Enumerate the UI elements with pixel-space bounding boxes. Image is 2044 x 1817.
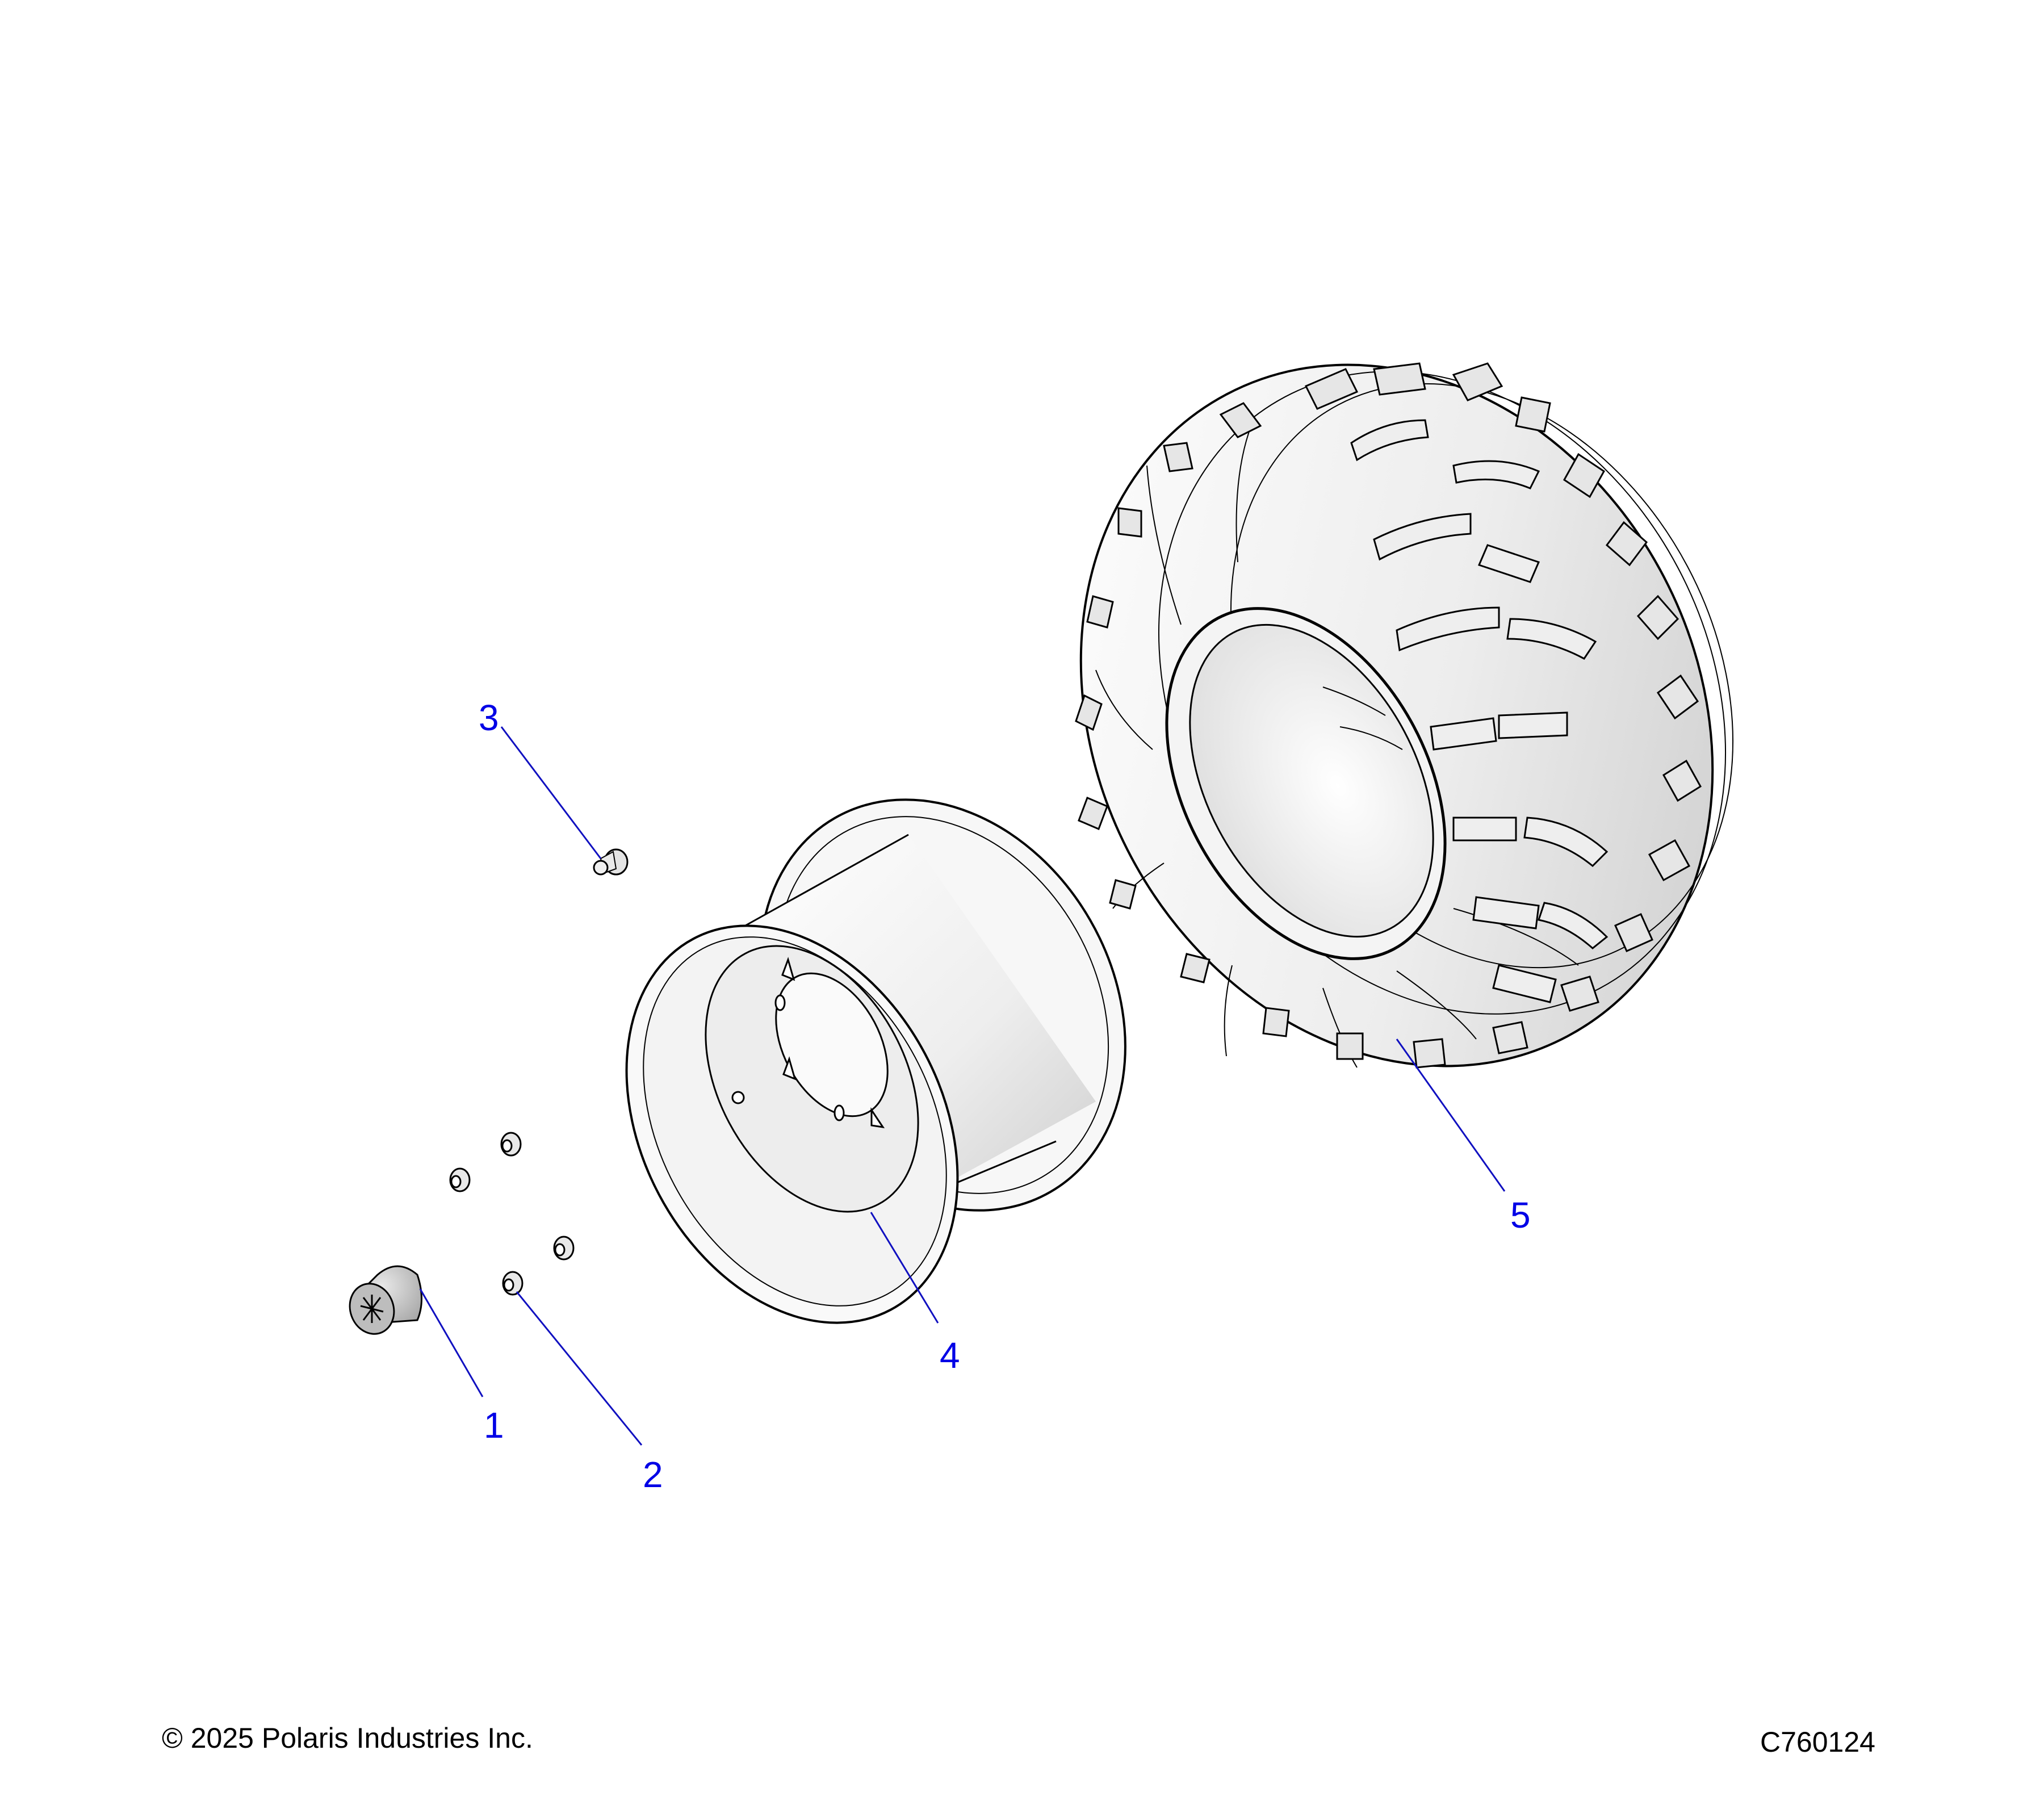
lug-nuts-part[interactable] xyxy=(449,1132,575,1296)
leader-line-3 xyxy=(500,726,602,859)
lug-nut-3 xyxy=(553,1236,575,1261)
callout-4-wheel-rim[interactable]: 4 xyxy=(940,1335,960,1376)
wheel-rim-part[interactable] xyxy=(560,733,1197,1380)
leader-lines xyxy=(419,726,1506,1446)
lug-nut-4 xyxy=(502,1271,523,1296)
lug-nut-2 xyxy=(449,1167,471,1192)
copyright-notice: © 2025 Polaris Industries Inc. xyxy=(162,1722,533,1754)
callout-1-center-cap[interactable]: 1 xyxy=(484,1405,504,1446)
lug-nut-1 xyxy=(500,1132,522,1157)
leader-line-1 xyxy=(419,1288,484,1397)
leader-line-5 xyxy=(1396,1039,1506,1192)
valve-stem-part[interactable] xyxy=(593,848,629,876)
center-cap-part[interactable] xyxy=(343,1265,422,1340)
leader-line-4 xyxy=(870,1212,939,1324)
callout-2-lug-nut[interactable]: 2 xyxy=(643,1454,663,1495)
callout-5-tire[interactable]: 5 xyxy=(1510,1195,1531,1236)
leader-line-2 xyxy=(516,1291,643,1446)
callout-3-valve-stem[interactable]: 3 xyxy=(479,697,499,738)
tire-part[interactable] xyxy=(961,253,1835,1178)
drawing-number: C760124 xyxy=(1760,1726,1875,1758)
